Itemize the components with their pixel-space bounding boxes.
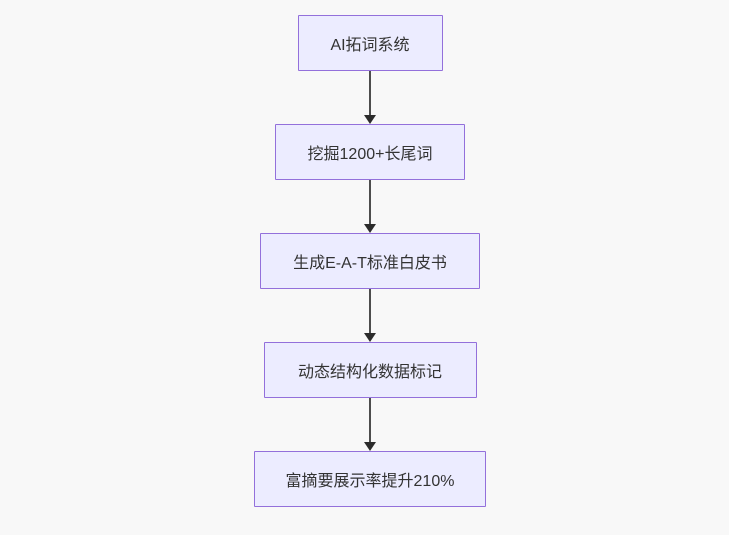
arrowhead-down-icon	[364, 333, 376, 342]
arrowhead-down-icon	[364, 442, 376, 451]
arrowhead-down-icon	[364, 224, 376, 233]
flow-node-rich-snippet-rate: 富摘要展示率提升210%	[254, 451, 486, 507]
edge-c-d	[364, 289, 376, 342]
edge-a-b	[364, 71, 376, 124]
flow-node-label: 动态结构化数据标记	[297, 364, 442, 381]
flow-node-label: 生成E-A-T标准白皮书	[293, 255, 447, 272]
edge-line	[369, 180, 371, 225]
flow-node-label: 挖掘1200+长尾词	[307, 146, 433, 163]
flow-node-structured-data: 动态结构化数据标记	[263, 342, 477, 398]
flow-node-ai-system: AI拓词系统	[297, 15, 443, 71]
arrowhead-down-icon	[364, 115, 376, 124]
flow-node-label: AI拓词系统	[330, 37, 410, 54]
flow-node-label: 富摘要展示率提升210%	[285, 473, 455, 490]
edge-line	[369, 398, 371, 443]
flow-node-eat-whitepaper: 生成E-A-T标准白皮书	[260, 233, 480, 289]
edge-b-c	[364, 180, 376, 233]
flowchart-column: AI拓词系统 挖掘1200+长尾词 生成E-A-T标准白皮书 动态结构化数据标记	[254, 15, 486, 507]
edge-d-e	[364, 398, 376, 451]
flow-node-longtail-keywords: 挖掘1200+长尾词	[275, 124, 465, 180]
edge-line	[369, 289, 371, 334]
edge-line	[369, 71, 371, 116]
